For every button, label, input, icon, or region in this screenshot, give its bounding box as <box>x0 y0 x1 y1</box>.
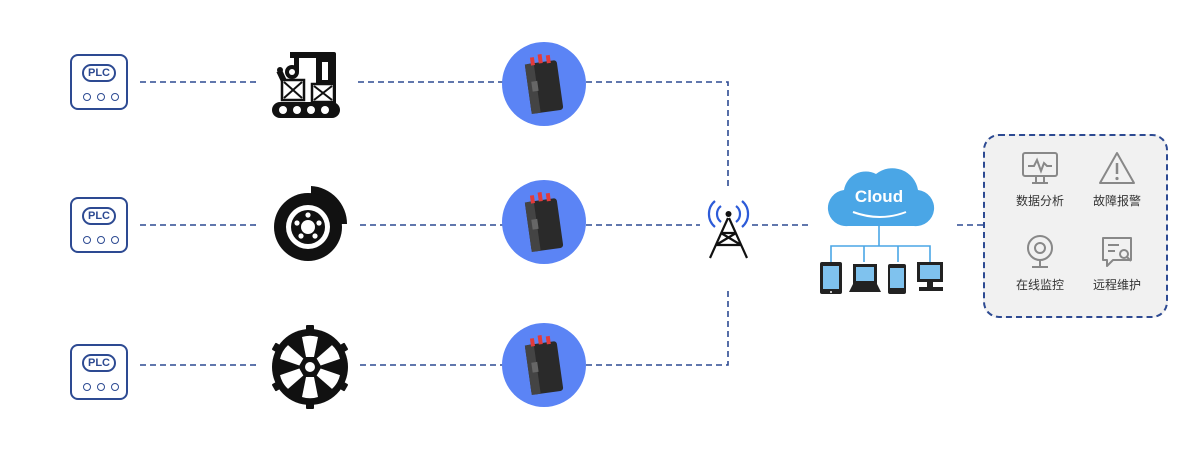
router-icon-3 <box>502 323 586 407</box>
feature-label: 在线监控 <box>1015 278 1064 292</box>
feature-label: 故障报警 <box>1092 194 1141 208</box>
feature-remote-maintenance: 远程维护 <box>1077 234 1157 293</box>
plc-label: PLC <box>82 207 116 225</box>
cloud-icon: Cloud <box>827 168 935 227</box>
feature-data-analysis: 数据分析 <box>1000 150 1080 209</box>
robotic-production-line-icon <box>272 52 340 118</box>
feature-label: 数据分析 <box>1015 194 1064 208</box>
feature-panel: 数据分析 故障报警 在线监控 远程维护 <box>983 134 1168 318</box>
plc-indicator-dots <box>83 93 119 101</box>
feature-online-monitoring: 在线监控 <box>1000 234 1080 293</box>
webcam-icon <box>1027 235 1053 268</box>
search-document-icon <box>1102 237 1132 267</box>
warning-triangle-icon <box>1099 152 1135 184</box>
wheel-icon <box>271 325 349 409</box>
tablet-icon <box>820 262 842 294</box>
phone-icon <box>888 264 906 294</box>
cloud-label: Cloud <box>855 187 903 206</box>
brake-disc-icon <box>274 186 348 261</box>
plc-device-1: PLC <box>70 54 128 110</box>
plc-device-3: PLC <box>70 344 128 400</box>
plc-indicator-dots <box>83 236 119 244</box>
plc-label: PLC <box>82 354 116 372</box>
desktop-icon <box>917 262 943 291</box>
router-icon-2 <box>502 180 586 264</box>
signal-tower-icon <box>707 200 750 259</box>
laptop-icon <box>849 264 881 292</box>
monitor-chart-icon <box>1022 152 1058 184</box>
cloud-connectors <box>830 226 931 262</box>
plc-device-2: PLC <box>70 197 128 253</box>
connection-lines <box>140 81 983 366</box>
feature-fault-alarm: 故障报警 <box>1077 150 1157 209</box>
plc-indicator-dots <box>83 383 119 391</box>
plc-label: PLC <box>82 64 116 82</box>
router-icon-1 <box>502 42 586 126</box>
feature-label: 远程维护 <box>1092 278 1141 292</box>
